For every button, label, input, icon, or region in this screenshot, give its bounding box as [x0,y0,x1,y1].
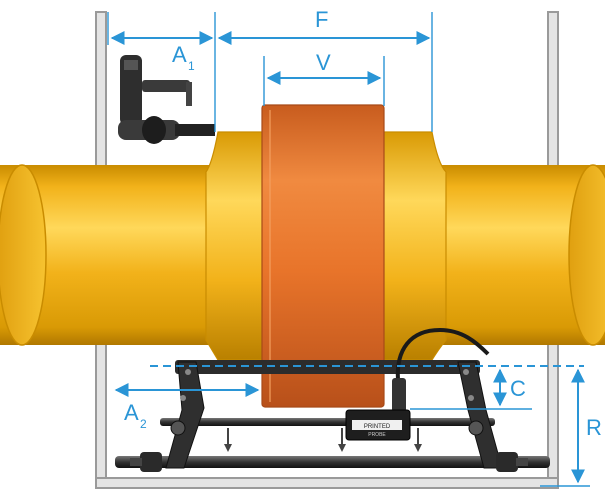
probe-cable-end [142,116,166,144]
dimensions [107,12,590,487]
label-a1-subscript: 1 [188,59,195,73]
label-f: F [315,7,328,32]
upper-bar [175,360,480,374]
slide-bar [160,418,495,426]
main-rail [115,456,550,468]
top-probe [118,55,215,144]
pipe-end-right [568,164,605,346]
sensor-cable [395,327,490,381]
sensor-label-bottom: PROBE [368,432,386,438]
right-clamp-arm [457,361,503,469]
label-a2-subscript: 2 [140,417,147,431]
label-r: R [586,415,602,440]
dimension-labels: A 1 F V A 2 C R [124,7,602,440]
right-knob [496,452,518,472]
label-a1: A [172,42,187,67]
left-clamp-arm [165,361,205,469]
label-v: V [316,50,331,75]
pipe-end-left [0,164,47,346]
bottom-sensor: PRINTED PROBE [345,327,490,441]
label-c: C [510,376,526,401]
heater-band [261,104,385,408]
sensor-label-top: PRINTED [364,424,391,430]
label-a2: A [124,400,139,425]
left-knob [140,452,162,472]
